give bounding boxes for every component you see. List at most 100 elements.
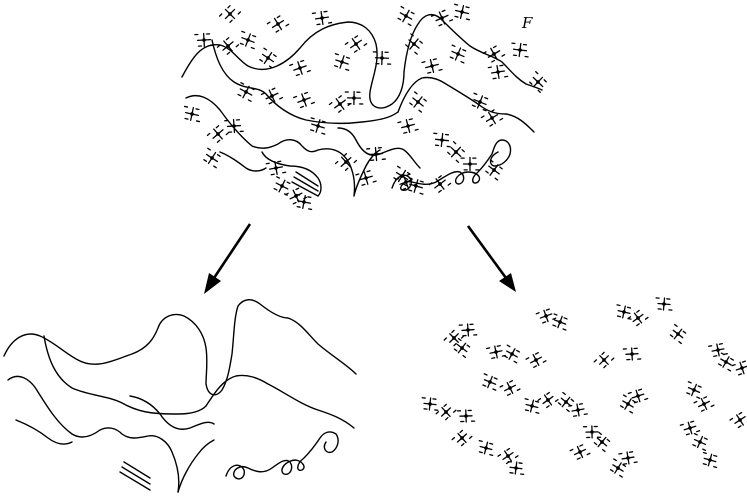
top-curve-5	[261, 151, 322, 197]
cross-tick	[717, 363, 722, 367]
cross-tick	[443, 403, 447, 408]
cross-tick	[451, 44, 456, 47]
cross-tick	[542, 321, 547, 324]
cross-tick	[496, 344, 501, 347]
cross-tick	[513, 360, 518, 364]
texture-cross	[618, 451, 638, 465]
cross-center	[508, 386, 512, 390]
texture-cross	[717, 352, 735, 372]
cross-tick	[552, 317, 557, 320]
top-cross	[239, 30, 257, 50]
cross-center	[702, 402, 706, 406]
top-hatch-3	[291, 181, 319, 197]
cross-tick	[524, 409, 530, 412]
cross-center	[320, 16, 324, 20]
cross-tick	[459, 429, 464, 434]
cross-tick	[627, 391, 632, 395]
top-cross	[183, 105, 201, 123]
cross-center	[380, 56, 384, 60]
cross-tick	[499, 384, 504, 388]
cross-tick	[363, 43, 368, 47]
top-cross	[206, 125, 230, 143]
cross-tick	[690, 420, 695, 423]
texture-cross	[729, 411, 747, 429]
texture-component	[421, 297, 747, 478]
cross-center	[506, 454, 510, 458]
cross-tick	[629, 410, 634, 414]
cross-tick	[334, 160, 339, 165]
cross-tick	[491, 59, 496, 63]
cross-center	[630, 352, 634, 356]
cross-tick	[452, 141, 457, 145]
cross-tick	[345, 56, 351, 59]
top-cross	[460, 156, 480, 172]
cross-tick	[419, 40, 423, 44]
cross-tick	[489, 159, 494, 163]
texture-cross	[524, 398, 540, 414]
top-cross	[334, 153, 358, 171]
top-curve-2	[211, 39, 399, 125]
cross-tick	[702, 463, 707, 466]
cross-tick	[268, 65, 273, 69]
cross-center	[494, 350, 498, 354]
cross-tick	[449, 19, 454, 22]
cross-center	[492, 52, 496, 56]
cross-tick	[525, 357, 530, 360]
top-cross	[289, 59, 311, 77]
cross-tick	[535, 411, 540, 414]
cross-tick	[686, 392, 691, 395]
cross-tick	[237, 11, 242, 15]
cross-tick	[499, 166, 503, 170]
cross-tick	[401, 187, 407, 191]
cross-tick	[713, 454, 718, 457]
cross-tick	[546, 391, 550, 395]
cross-center	[354, 42, 358, 46]
cross-tick	[708, 345, 713, 347]
cross-tick	[273, 187, 278, 191]
texture-cross	[535, 308, 557, 324]
cross-tick	[403, 131, 408, 134]
cross-tick	[438, 23, 443, 27]
top-cross	[471, 92, 489, 112]
cross-tick	[447, 182, 452, 186]
cross-center	[270, 94, 274, 98]
cross-tick	[321, 120, 326, 123]
cross-tick	[355, 173, 360, 176]
top-cross	[511, 42, 529, 58]
top-curve-6	[219, 151, 267, 172]
cross-center	[688, 426, 692, 430]
cross-tick	[492, 45, 497, 49]
cross-center	[460, 10, 464, 14]
cross-tick	[428, 182, 433, 186]
cross-tick	[441, 9, 446, 13]
cross-tick	[723, 353, 728, 355]
top-cross	[355, 170, 377, 186]
cross-center	[364, 176, 368, 180]
cross-tick	[616, 304, 621, 307]
cross-tick	[593, 442, 598, 446]
cross-tick	[414, 51, 418, 55]
texture-cross	[619, 394, 637, 414]
cross-tick	[576, 457, 581, 460]
texture-cross	[557, 391, 575, 413]
cross-tick	[240, 82, 245, 85]
cross-tick	[627, 316, 632, 320]
cross-tick	[616, 315, 622, 318]
cross-center	[298, 66, 302, 70]
cross-center	[276, 22, 280, 26]
cross-tick	[738, 373, 743, 376]
top-cross	[430, 9, 454, 27]
texture-cross	[655, 297, 673, 311]
cross-tick	[310, 101, 315, 105]
texture-cross	[708, 343, 728, 357]
cross-tick	[737, 425, 742, 429]
cross-tick	[727, 368, 732, 372]
cross-tick	[397, 17, 402, 21]
cross-center	[438, 182, 442, 186]
cross-tick	[610, 357, 615, 361]
cross-center	[210, 156, 214, 160]
cross-tick	[682, 330, 687, 334]
cross-center	[456, 52, 460, 56]
cross-tick	[490, 109, 495, 113]
top-cross	[328, 95, 352, 113]
